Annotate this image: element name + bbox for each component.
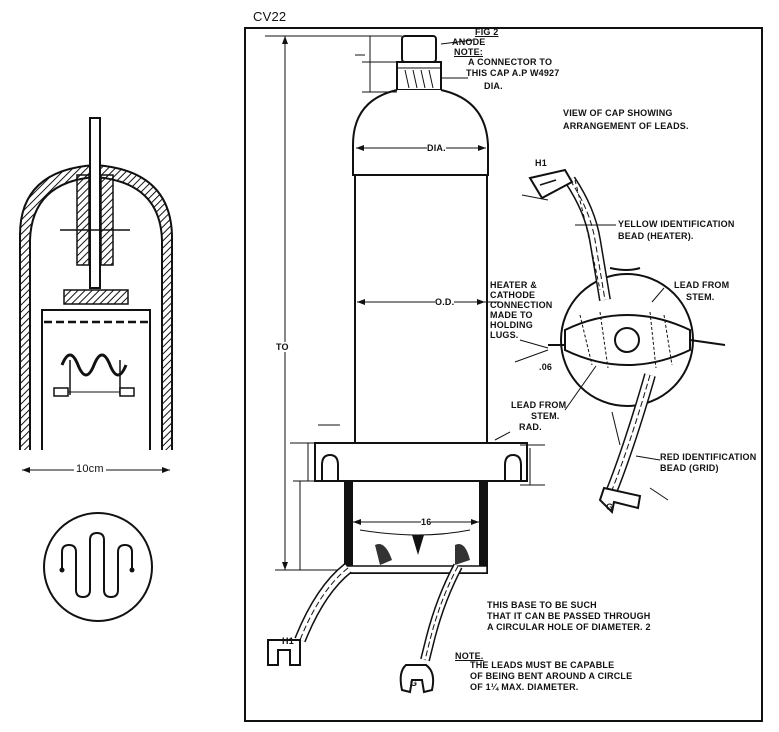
view-cap-line-2: ARRANGEMENT OF LEADS. xyxy=(563,121,689,131)
red-bead-line-1: RED IDENTIFICATION xyxy=(660,452,757,462)
heater-note-3: CONNECTION xyxy=(490,300,553,310)
note-line-2: THIS CAP A.P W4927 xyxy=(466,68,560,78)
height-to-label: TO xyxy=(276,342,289,352)
drawing-code: CV22 xyxy=(253,9,287,24)
lead-stem-right-2: STEM. xyxy=(686,292,715,302)
scale-label: 10cm xyxy=(74,463,106,475)
lead-stem-left-1: LEAD FROM xyxy=(511,400,567,410)
pin-g-right-label: G xyxy=(606,502,614,512)
note2-line-3: OF 1¼ MAX. DIAMETER. xyxy=(470,682,579,692)
heater-note-2: CATHODE xyxy=(490,290,536,300)
pin-h1-label: H1 xyxy=(535,158,547,168)
heater-note-4: MADE TO xyxy=(490,310,533,320)
anode-label: ANODE xyxy=(452,37,486,47)
heater-note-1: HEATER & xyxy=(490,280,537,290)
lead-stem-right-1: LEAD FROM xyxy=(674,280,730,290)
rad-label: RAD. xyxy=(519,422,542,432)
view-cap-line-1: VIEW OF CAP SHOWING xyxy=(563,108,673,118)
bulb-dia-label: DIA. xyxy=(427,143,446,153)
note2-line-1: THE LEADS MUST BE CAPABLE xyxy=(470,660,615,670)
fig-label: FIG 2 xyxy=(475,27,499,37)
dim-006-label: .06 xyxy=(539,362,553,372)
yellow-bead-line-2: BEAD (HEATER). xyxy=(618,231,694,241)
dim-base-label: 16 xyxy=(421,517,432,527)
cap-dia-label: DIA. xyxy=(484,81,503,91)
note2-line-2: OF BEING BENT AROUND A CIRCLE xyxy=(470,671,633,681)
base-note-line-2: THAT IT CAN BE PASSED THROUGH xyxy=(487,611,651,621)
red-bead-line-2: BEAD (GRID) xyxy=(660,463,719,473)
note-line-1: A CONNECTOR TO xyxy=(468,57,553,67)
lead-stem-left-2: STEM. xyxy=(531,411,560,421)
base-note-line-3: A CIRCULAR HOLE OF DIAMETER. 2 xyxy=(487,622,651,632)
base-note-line-1: THIS BASE TO BE SUCH xyxy=(487,600,597,610)
pin-g-bottom-label: G xyxy=(410,678,418,688)
od-label: O.D. xyxy=(435,297,455,307)
heater-note-5: HOLDING xyxy=(490,320,533,330)
note-heading-1: NOTE: xyxy=(454,47,483,57)
note-heading-2: NOTE. xyxy=(455,651,484,661)
heater-note-6: LUGS. xyxy=(490,330,519,340)
yellow-bead-line-1: YELLOW IDENTIFICATION xyxy=(618,219,735,229)
pin-h1-left-label: H1 xyxy=(282,636,294,646)
